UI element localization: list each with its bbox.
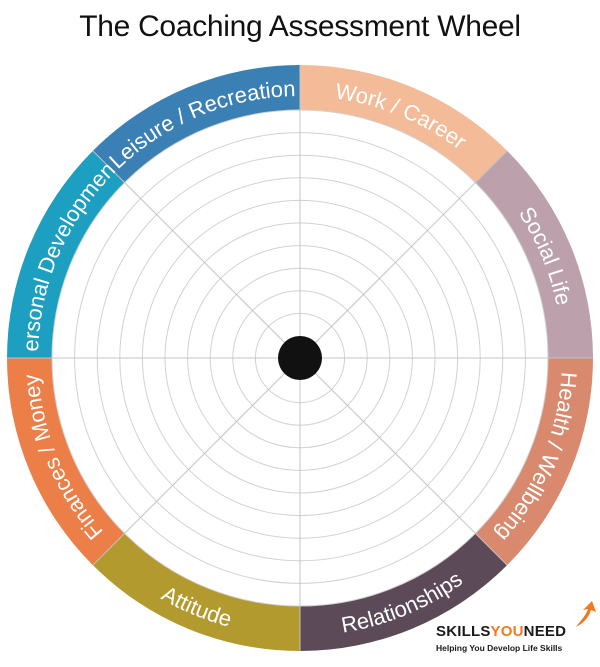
- wheel-segment: [300, 533, 508, 651]
- wheel-segment: [92, 533, 300, 651]
- brand-name: SKILLSYOUNEED: [436, 623, 566, 640]
- wheel-segment: [7, 150, 125, 358]
- brand-name-part: YOU: [490, 623, 524, 640]
- wheel-spoke: [299, 150, 508, 359]
- wheel-segment: [300, 65, 508, 183]
- wheel-spoke: [92, 150, 301, 359]
- wheel-spoke: [92, 357, 301, 566]
- wheel-segment: [92, 65, 300, 183]
- wheel-spoke: [299, 357, 508, 566]
- wheel-segment: [475, 150, 593, 358]
- brand-tagline: Helping You Develop Life Skills: [436, 643, 563, 653]
- wheel-segment: [7, 358, 125, 566]
- arrow-up-icon: [576, 601, 596, 627]
- wheel-segment: [475, 358, 593, 566]
- wheel-segments: [7, 65, 593, 651]
- brand-name-part: SKILLS: [436, 623, 491, 640]
- page-title: The Coaching Assessment Wheel: [79, 10, 521, 43]
- wheel-spokes: [7, 65, 593, 651]
- wheel-hub: [278, 336, 322, 380]
- brand-name-part: NEED: [523, 623, 567, 640]
- brand-logo: SKILLSYOUNEED Helping You Develop Life S…: [436, 601, 596, 663]
